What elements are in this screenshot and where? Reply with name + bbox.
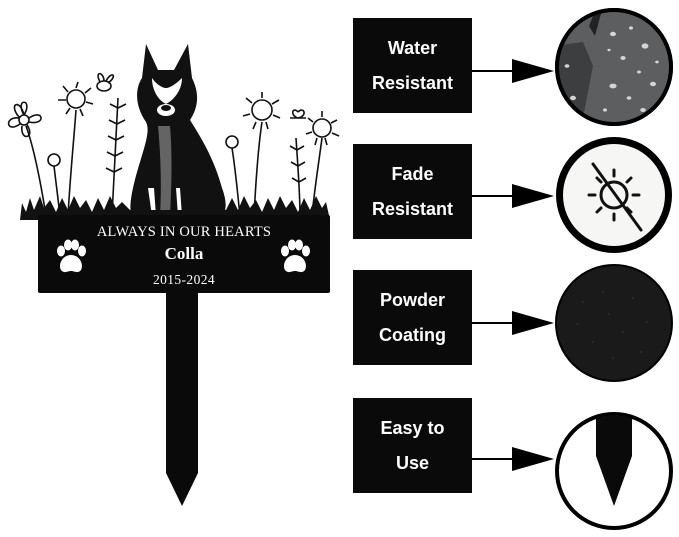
feature-label-line2: Use	[395, 452, 430, 473]
feature-label-line2: Resistant	[371, 198, 454, 219]
arrow-right-icon	[472, 59, 554, 83]
feature-label-line1: Fade	[391, 163, 434, 184]
dog-silhouette	[130, 44, 226, 218]
dog-and-flowers-silhouette	[7, 44, 340, 220]
daisy-right	[225, 135, 239, 149]
flower-right-far	[312, 118, 332, 138]
feature-label-line2: Coating	[379, 324, 446, 345]
ground-stake	[166, 293, 198, 506]
paw-print-icon	[57, 239, 86, 273]
fern-stalk	[111, 97, 119, 217]
feature-label-line1: Easy to	[380, 417, 445, 438]
arrow-right-icon	[472, 184, 554, 208]
feature-label-water-resistant: Water Resistant	[353, 18, 472, 113]
feature-label-line1: Water	[387, 37, 438, 58]
water-droplets-icon	[555, 8, 673, 126]
flower-left-petals	[7, 101, 42, 138]
stake-tip-icon	[555, 412, 673, 530]
bee-wings	[97, 72, 115, 84]
flower-mid-stem	[67, 109, 77, 217]
flower-right-far-petals	[305, 111, 340, 146]
feature-label-line2: Resistant	[371, 72, 454, 93]
flower-left-center	[18, 114, 30, 126]
powder-texture-icon	[555, 264, 673, 382]
feature-label-line1: Powder	[379, 289, 445, 310]
flower-mid-center	[66, 89, 86, 109]
arrow-right-icon	[472, 447, 554, 471]
dragonfly	[290, 109, 306, 119]
memorial-plaque: ALWAYS IN OUR HEARTS Colla 2015-2024	[38, 215, 330, 293]
fern-right	[289, 137, 307, 217]
plaque-years: 2015-2024	[152, 272, 216, 287]
fern-leaves	[105, 103, 127, 173]
plaque-pet-name: Colla	[164, 244, 204, 263]
flower-right-top-petals	[242, 92, 281, 130]
feature-label-easy-to-use: Easy to Use	[353, 398, 472, 493]
plaque-dedication: ALWAYS IN OUR HEARTS	[96, 224, 272, 240]
feature-label-powder-coating: Powder Coating	[353, 270, 472, 365]
flower-mid-petals	[58, 81, 94, 117]
no-sun-icon	[556, 137, 672, 253]
grass	[20, 196, 330, 220]
feature-label-fade-resistant: Fade Resistant	[353, 144, 472, 239]
flower-left-stem	[25, 125, 47, 217]
flower-right-top	[251, 99, 273, 121]
paw-print-icon	[281, 239, 310, 273]
arrow-right-icon	[472, 311, 554, 335]
daisy-left	[47, 153, 61, 167]
